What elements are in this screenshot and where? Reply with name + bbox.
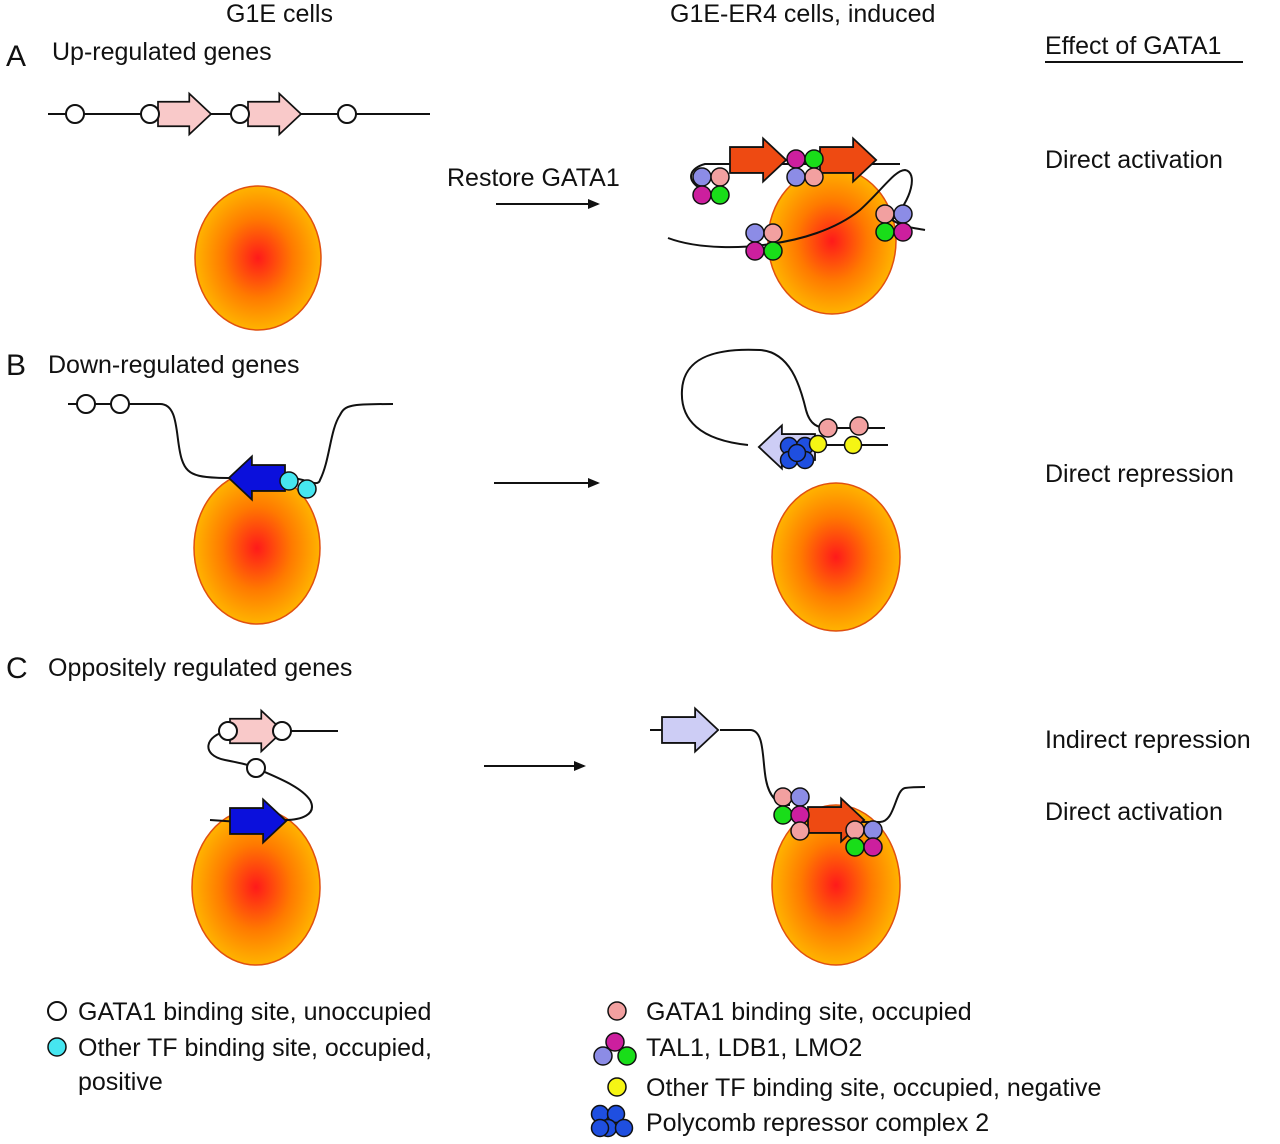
- tal1-site: [893, 204, 913, 224]
- panel-c-left-locus: [207, 709, 338, 844]
- legend-swatch-prc2: [590, 1104, 634, 1138]
- tal1-site: [786, 167, 806, 187]
- gene-arrow-inactive: [247, 92, 302, 136]
- other-tf-site-negative: [843, 435, 863, 455]
- legend-label-positive-tf: Other TF binding site, occupied,: [78, 1034, 432, 1062]
- legend-swatch-gata1-occupied: [607, 1001, 627, 1021]
- gata1-site-unoccupied: [110, 394, 130, 414]
- gata1-site-occupied: [845, 820, 865, 840]
- panel-b-title: Down-regulated genes: [48, 351, 300, 379]
- tal1-site: [790, 787, 810, 807]
- lmo2-site: [845, 837, 865, 857]
- gata1-site-unoccupied: [272, 721, 292, 741]
- other-tf-site-positive: [279, 471, 299, 491]
- lmo2-site: [773, 805, 793, 825]
- lmo2-site: [804, 149, 824, 169]
- lmo2-site: [875, 222, 895, 242]
- gata1-site-occupied: [763, 223, 783, 243]
- transcription-factory: [194, 185, 322, 331]
- gata1-site-occupied: [773, 787, 793, 807]
- panel-a-effect-1: Direct activation: [1045, 146, 1223, 174]
- ldb1-site: [863, 837, 883, 857]
- gata1-site-occupied: [875, 204, 895, 224]
- gata1-tal1-complex: [745, 223, 783, 261]
- gata1-tal1-complex: [845, 820, 883, 857]
- legend-label-positive-tf-cont: positive: [78, 1068, 163, 1096]
- other-tf-site-positive: [297, 479, 317, 499]
- ldb1-site: [605, 1032, 625, 1052]
- legend-label-tal1-complex: TAL1, LDB1, LMO2: [646, 1034, 862, 1062]
- gene-arrow-active: [729, 137, 788, 183]
- legend-swatch-unoccupied: [47, 1001, 67, 1021]
- prc2-subunit: [614, 1118, 634, 1138]
- legend-label-prc2: Polycomb repressor complex 2: [646, 1109, 989, 1137]
- dna-strand: [680, 348, 829, 446]
- panel-b-left-locus: [68, 394, 394, 501]
- tal1-site: [593, 1046, 613, 1066]
- gene-arrow-inactive: [157, 92, 212, 136]
- header-g1e-er4-induced: G1E-ER4 cells, induced: [670, 0, 935, 28]
- panel-c-right-locus: [650, 707, 926, 857]
- panel-a-title: Up-regulated genes: [52, 38, 272, 66]
- tal1-site: [863, 820, 883, 840]
- gata1-site-occupied: [790, 821, 810, 841]
- gata1-site-unoccupied: [218, 721, 238, 741]
- gata1-site-occupied: [818, 418, 838, 438]
- panel-a-arrow-label: Restore GATA1: [447, 164, 620, 192]
- dna-strand: [860, 786, 926, 823]
- gene-arrow-repressed: [661, 707, 720, 753]
- legend-swatch-negative-tf: [607, 1077, 627, 1097]
- legend-swatch-positive-tf: [47, 1037, 67, 1057]
- lmo2-site: [617, 1046, 637, 1066]
- panel-a-left-locus: [48, 92, 430, 136]
- gata1-tal1-complex: [786, 149, 824, 187]
- prc2-subunit: [590, 1118, 610, 1138]
- ldb1-site: [893, 222, 913, 242]
- gata1-site-unoccupied: [65, 104, 85, 124]
- gata1-site-unoccupied: [76, 394, 96, 414]
- transcription-factory: [771, 482, 901, 632]
- tal1-site: [692, 167, 712, 187]
- gata1-tal1-complex: [773, 787, 810, 841]
- dna-strand: [68, 403, 246, 479]
- gata1-site-occupied: [849, 416, 869, 436]
- tal1-site: [745, 223, 765, 243]
- legend: GATA1 binding site, unoccupied Other TF …: [47, 998, 1101, 1138]
- prc2-complex: [779, 436, 815, 470]
- panel-c-letter: C: [6, 652, 28, 685]
- panel-a-letter: A: [6, 40, 26, 73]
- lmo2-site: [763, 241, 783, 261]
- panel-c-effect-2: Direct activation: [1045, 798, 1223, 826]
- gata1-site-unoccupied: [337, 104, 357, 124]
- gata1-site-unoccupied: [246, 758, 266, 778]
- legend-swatch-tal1-complex: [593, 1032, 637, 1066]
- gata1-tal1-complex: [692, 167, 730, 205]
- gata1-site-unoccupied: [230, 104, 250, 124]
- ldb1-site: [692, 185, 712, 205]
- other-tf-site-negative: [808, 434, 828, 454]
- ldb1-site: [745, 241, 765, 261]
- prc2-subunit: [787, 443, 807, 463]
- panel-b-right-locus: [680, 348, 888, 470]
- dna-strand: [667, 168, 913, 249]
- gata1-tal1-complex: [875, 204, 913, 242]
- gata1-site-occupied: [804, 167, 824, 187]
- legend-label-unoccupied: GATA1 binding site, unoccupied: [78, 998, 431, 1026]
- lmo2-site: [710, 185, 730, 205]
- gata1-site-occupied: [710, 167, 730, 187]
- panel-c-effect-1: Indirect repression: [1045, 726, 1251, 754]
- panel-c-title: Oppositely regulated genes: [48, 654, 352, 682]
- gata1-site-unoccupied: [140, 104, 160, 124]
- ldb1-site: [786, 149, 806, 169]
- prc2-subunit: [606, 1104, 626, 1124]
- panel-b-effect-1: Direct repression: [1045, 460, 1234, 488]
- header-effect-of-gata1: Effect of GATA1: [1045, 32, 1221, 60]
- panel-a-right-locus: [667, 137, 926, 261]
- header-g1e-cells: G1E cells: [226, 0, 333, 28]
- panel-b-letter: B: [6, 349, 26, 382]
- legend-label-gata1-occupied: GATA1 binding site, occupied: [646, 998, 972, 1026]
- legend-label-negative-tf: Other TF binding site, occupied, negativ…: [646, 1074, 1101, 1102]
